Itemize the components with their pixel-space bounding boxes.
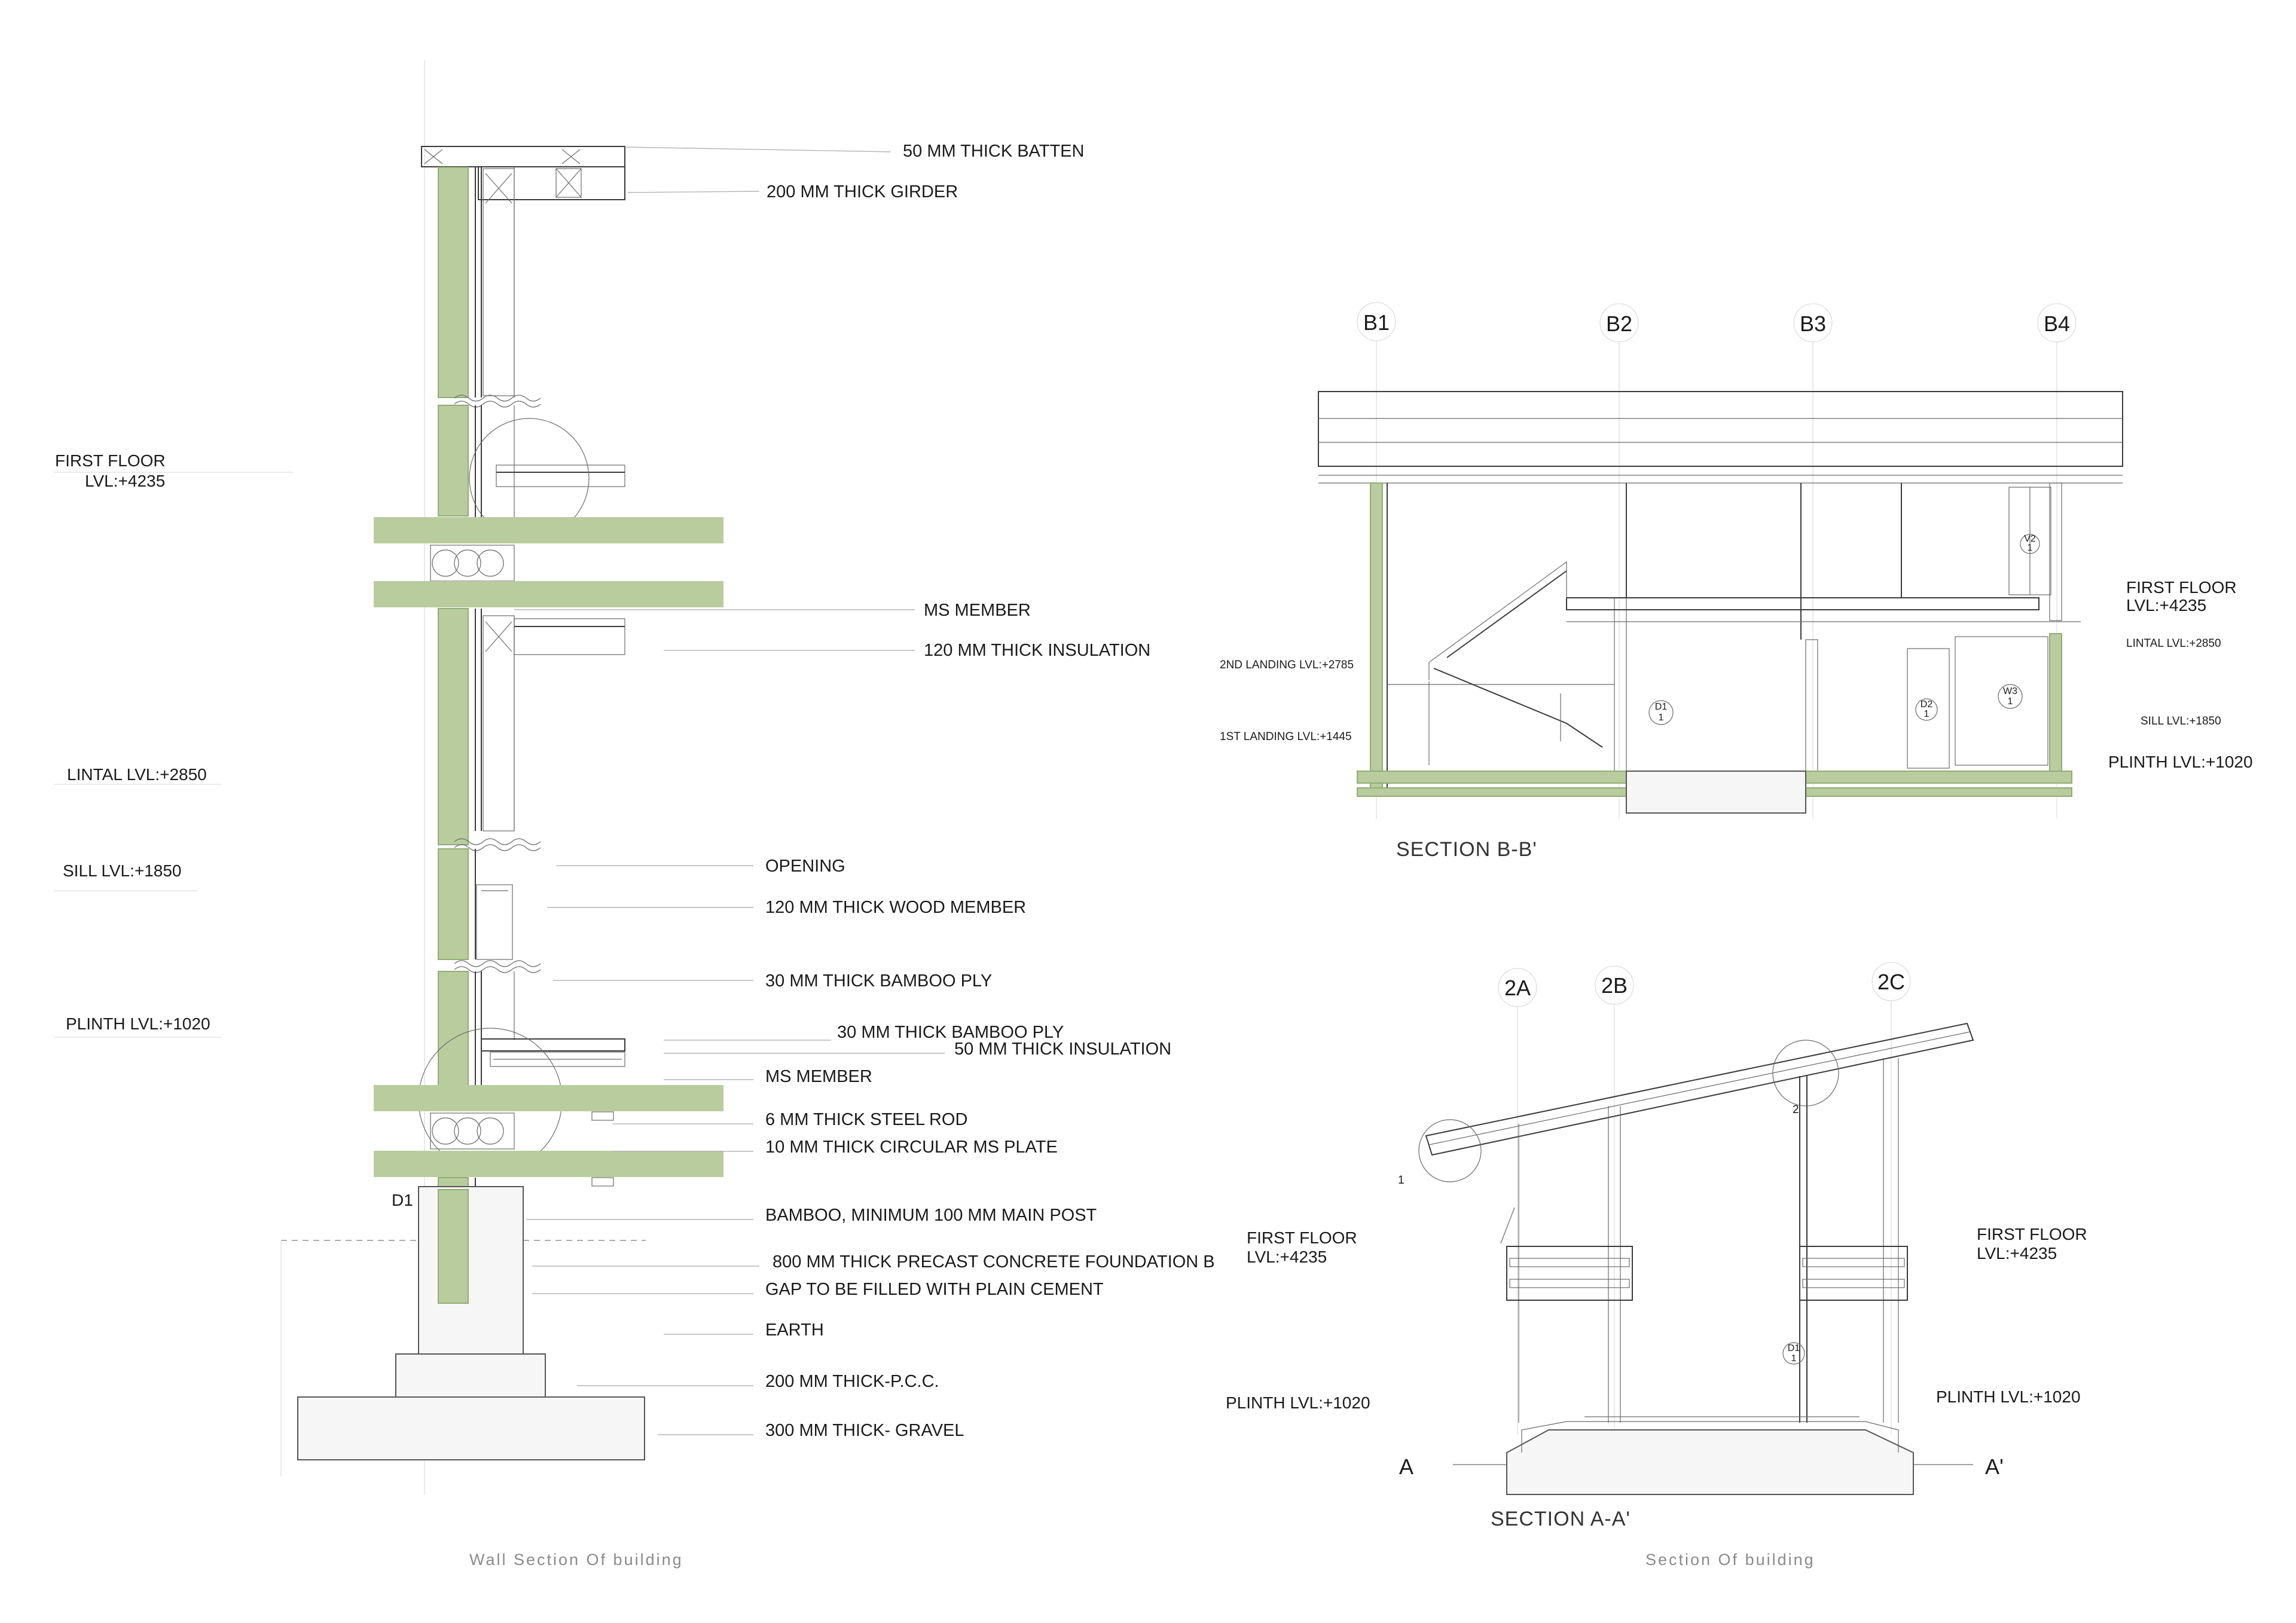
detail-tag-d1: D1 bbox=[392, 1191, 413, 1209]
aa-detail-1-tag: 1 bbox=[1398, 1174, 1405, 1187]
bamboo-beam-1 bbox=[374, 517, 723, 543]
aa-level-ff-right: FIRST FLOOR bbox=[1977, 1225, 2087, 1243]
aa-plinth-base bbox=[1506, 1429, 1914, 1495]
plinth-stone bbox=[1626, 771, 1806, 814]
pcc-layer bbox=[395, 1353, 546, 1398]
roof-bb bbox=[1318, 391, 2123, 467]
wall-section: FIRST FLOOR LVL:+4235 LINTAL LVL:+2850 S… bbox=[54, 60, 1215, 1569]
grid-b2: B2 bbox=[1606, 311, 1632, 336]
bb-sym-d1-num: 1 bbox=[1659, 713, 1664, 723]
section-caption: Section Of building bbox=[1645, 1551, 1815, 1569]
note-steel-rod: 6 MM THICK STEEL ROD bbox=[765, 1110, 967, 1129]
section-aa-title: SECTION A-A' bbox=[1491, 1508, 1631, 1530]
wall-level-plinth: PLINTH LVL:+1020 bbox=[66, 1014, 210, 1033]
bb-level-first-floor-value: LVL:+4235 bbox=[2126, 596, 2206, 615]
gravel-layer bbox=[297, 1396, 645, 1460]
note-girder: 200 MM THICK GIRDER bbox=[767, 182, 958, 201]
bb-sym-d2-num: 1 bbox=[1924, 709, 1929, 719]
wall-section-caption: Wall Section Of building bbox=[469, 1551, 683, 1569]
note-bamboo-ply-2: 30 MM THICK BAMBOO PLY bbox=[837, 1023, 1064, 1042]
note-earth: EARTH bbox=[765, 1321, 824, 1340]
bb-level-lintal: LINTAL LVL:+2850 bbox=[2126, 637, 2221, 650]
note-wood-member: 120 MM THICK WOOD MEMBER bbox=[765, 898, 1026, 917]
note-main-post: BAMBOO, MINIMUM 100 MM MAIN POST bbox=[765, 1206, 1097, 1225]
aa-level-ff-left: FIRST FLOOR bbox=[1247, 1228, 1357, 1247]
bb-sym-d1: D1 bbox=[1655, 702, 1668, 712]
bamboo-post-upper bbox=[438, 167, 469, 398]
wall-level-first-floor-value: LVL:+4235 bbox=[85, 472, 165, 490]
bamboo-post-mid1 bbox=[438, 405, 469, 516]
grid-2c: 2C bbox=[1877, 970, 1905, 994]
aa-detail-2-tag: 2 bbox=[1793, 1104, 1799, 1116]
wall-level-first-floor: FIRST FLOOR bbox=[55, 451, 166, 470]
aa-level-plinth-left: PLINTH LVL:+1020 bbox=[1226, 1393, 1370, 1412]
note-insulation-120: 120 MM THICK INSULATION bbox=[924, 641, 1150, 660]
bamboo-beam-3 bbox=[374, 1085, 723, 1111]
bb-level-sill: SILL LVL:+1850 bbox=[2141, 715, 2221, 728]
note-ms-plate: 10 MM THICK CIRCULAR MS PLATE bbox=[765, 1138, 1058, 1157]
wall-level-sill: SILL LVL:+1850 bbox=[63, 861, 182, 880]
note-pcc: 200 MM THICK-P.C.C. bbox=[765, 1372, 939, 1391]
aa-floor-right bbox=[1799, 1246, 1908, 1301]
grid-b3: B3 bbox=[1800, 311, 1826, 336]
bamboo-post-lower bbox=[438, 971, 469, 1089]
section-bb-title: SECTION B-B' bbox=[1396, 838, 1537, 861]
note-batten: 50 MM THICK BATTEN bbox=[903, 142, 1084, 161]
note-opening: OPENING bbox=[765, 857, 845, 876]
note-gap-cement: GAP TO BE FILLED WITH PLAIN CEMENT bbox=[765, 1280, 1104, 1299]
wall-level-lintal: LINTAL LVL:+2850 bbox=[67, 765, 207, 784]
note-insulation-50: 50 MM THICK INSULATION bbox=[954, 1040, 1171, 1059]
precast-foundation bbox=[418, 1186, 524, 1355]
aa-floor-left bbox=[1506, 1246, 1633, 1301]
bamboo-post-sill bbox=[438, 848, 469, 960]
aa-detail-circle-1 bbox=[1418, 1119, 1482, 1182]
bb-sym-d2: D2 bbox=[1921, 699, 1933, 710]
aa-sym-d1: D1 bbox=[1788, 1343, 1800, 1353]
bb-level-plinth: PLINTH LVL:+1020 bbox=[2108, 753, 2253, 771]
bb-sym-w3-num: 1 bbox=[2008, 696, 2013, 707]
roof-aa bbox=[1425, 1022, 1974, 1156]
bb-sym-w3: W3 bbox=[2003, 686, 2017, 696]
note-ms-member-1: MS MEMBER bbox=[924, 601, 1031, 620]
cut-mark-a: A bbox=[1399, 1454, 1413, 1479]
girder bbox=[478, 166, 625, 200]
bb-level-landing1: 1ST LANDING LVL:+1445 bbox=[1220, 730, 1352, 743]
note-bamboo-ply-1: 30 MM THICK BAMBOO PLY bbox=[765, 971, 992, 991]
bamboo-post-mid2 bbox=[438, 608, 469, 845]
batten bbox=[421, 146, 625, 167]
aa-detail-circle-2 bbox=[1772, 1040, 1839, 1107]
section-bb: B1 B2 B3 B4 bbox=[1220, 302, 2253, 861]
note-ms-member-2: MS MEMBER bbox=[765, 1067, 872, 1086]
section-aa: 2A 2B 2C 1 2 FIRST F bbox=[1226, 962, 2087, 1530]
note-gravel: 300 MM THICK- GRAVEL bbox=[765, 1421, 964, 1440]
bb-level-first-floor: FIRST FLOOR bbox=[2126, 578, 2237, 597]
bb-sym-v2-num: 1 bbox=[2028, 543, 2033, 553]
cut-mark-a-prime: A' bbox=[1985, 1454, 2004, 1479]
aa-level-ff-right-value: LVL:+4235 bbox=[1977, 1244, 2057, 1263]
bamboo-beam-2 bbox=[374, 581, 723, 607]
grid-2a: 2A bbox=[1504, 976, 1531, 1000]
aa-sym-d1-num: 1 bbox=[1791, 1353, 1797, 1364]
grid-b4: B4 bbox=[2044, 311, 2070, 336]
aa-level-plinth-right: PLINTH LVL:+1020 bbox=[1936, 1387, 2081, 1406]
grid-b1: B1 bbox=[1363, 310, 1390, 335]
bb-level-landing2: 2ND LANDING LVL:+2785 bbox=[1220, 659, 1354, 671]
bamboo-beam-4 bbox=[374, 1151, 723, 1177]
grid-2b: 2B bbox=[1601, 973, 1628, 998]
bb-sym-v2: V2 bbox=[2024, 534, 2036, 544]
aa-level-ff-left-value: LVL:+4235 bbox=[1247, 1248, 1327, 1266]
note-foundation: 800 MM THICK PRECAST CONCRETE FOUNDATION… bbox=[773, 1252, 1215, 1271]
